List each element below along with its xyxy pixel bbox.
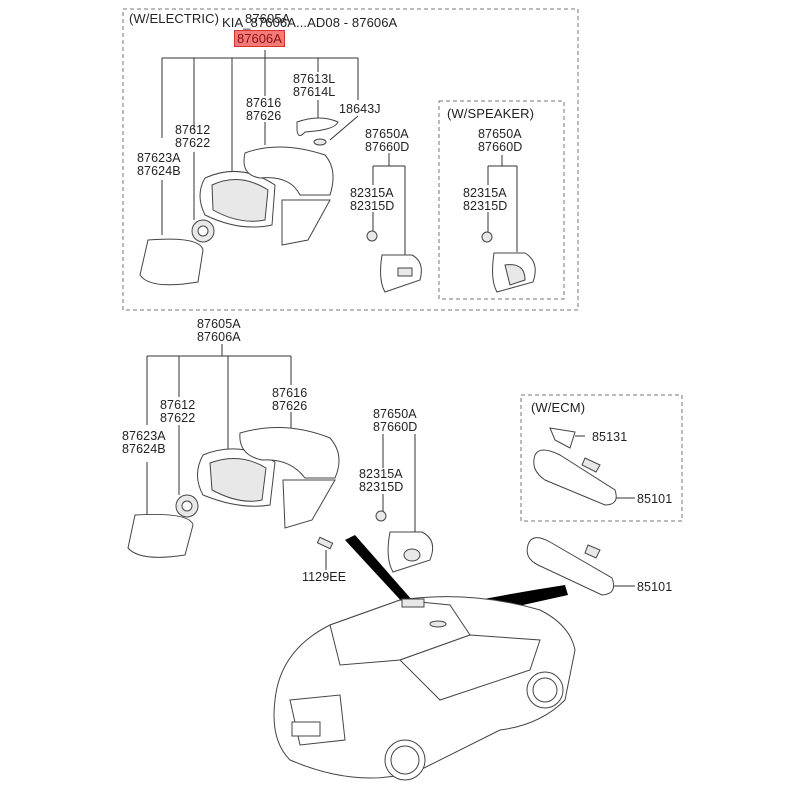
speaker-garnish-part-number-1[interactable]: 87650A: [478, 127, 522, 141]
manual-leader-lines: [146, 344, 635, 587]
manual-glass-part-number-1[interactable]: 87623A: [122, 429, 166, 443]
highlighted-part-number[interactable]: 87606A: [234, 30, 285, 47]
lamp-part-number-2[interactable]: 87614L: [293, 85, 336, 99]
car-illustration: [273, 596, 576, 781]
ecm-group-label: (W/ECM): [531, 400, 586, 415]
speaker-group-label: (W/SPEAKER): [447, 106, 535, 121]
bulb-part-number[interactable]: 18643J: [339, 102, 381, 116]
side-lamp: [296, 117, 339, 136]
base-bracket-2: [282, 479, 336, 529]
electric-group-box: [122, 8, 579, 311]
ecm-cover-part-number[interactable]: 85131: [592, 430, 628, 444]
mirror-glass: [139, 238, 204, 286]
bulb: [313, 138, 327, 146]
electric-parts: [139, 117, 536, 293]
clip: [366, 230, 378, 242]
garnish-part-number-2[interactable]: 87660D: [365, 140, 410, 154]
manual-parts: [127, 427, 617, 625]
speaker-group-box: [438, 100, 565, 300]
manual-cover-part-number-1[interactable]: 87616: [272, 386, 308, 400]
title-overlay: KIA_87606A...AD08 - 87606A: [222, 15, 398, 30]
garnish-part-number-1[interactable]: 87650A: [365, 127, 409, 141]
manual-glass-part-number-2[interactable]: 87624B: [122, 442, 166, 456]
cover-part-number-1[interactable]: 87616: [246, 96, 282, 110]
manual-garnish-part-number-2[interactable]: 87660D: [373, 420, 418, 434]
glass-part-number-2[interactable]: 87624B: [137, 164, 181, 178]
ecm-mirror: [533, 449, 617, 506]
manual-actuator-part-number-1[interactable]: 87612: [160, 398, 196, 412]
electric-leader-lines: [161, 50, 406, 255]
lamp-part-number-1[interactable]: 87613L: [293, 72, 336, 86]
inside-mirror-part-number[interactable]: 85101: [637, 580, 673, 594]
manual-assembly-part-number-1[interactable]: 87605A: [197, 317, 241, 331]
bolt: [316, 536, 334, 550]
pointer-arrow-left: [345, 535, 412, 605]
mirror-cover-2: [239, 427, 340, 479]
manual-clip-part-number-1[interactable]: 82315A: [359, 467, 403, 481]
ecm-mirror-part-number[interactable]: 85101: [637, 492, 673, 506]
assembly-part-number[interactable]: 87605A: [245, 11, 291, 26]
ecm-group-box: [520, 394, 683, 522]
base-bracket: [281, 199, 331, 246]
mirror-cover: [243, 146, 334, 196]
speaker-leader-lines: [487, 155, 518, 252]
mirror-glass-2: [127, 513, 194, 558]
ecm-cover: [549, 427, 576, 449]
manual-clip-part-number-2[interactable]: 82315D: [359, 480, 404, 494]
speaker-garnish-part-number-2[interactable]: 87660D: [478, 140, 523, 154]
clip-part-number-1[interactable]: 82315A: [350, 186, 394, 200]
manual-cover-part-number-2[interactable]: 87626: [272, 399, 308, 413]
manual-garnish-part-number-1[interactable]: 87650A: [373, 407, 417, 421]
manual-actuator-part-number-2[interactable]: 87622: [160, 411, 196, 425]
speaker-clip-part-number-1[interactable]: 82315A: [463, 186, 507, 200]
actuator-part-number-2[interactable]: 87622: [175, 136, 211, 150]
clip-2: [375, 510, 387, 522]
electric-group-label: (W/ELECTRIC): [129, 11, 220, 26]
clip-part-number-2[interactable]: 82315D: [350, 199, 395, 213]
inside-mirror: [526, 537, 615, 596]
speaker-clip: [481, 231, 493, 243]
manual-assembly-part-number-2[interactable]: 87606A: [197, 330, 241, 344]
actuator-part-number-1[interactable]: 87612: [175, 123, 211, 137]
speaker-clip-part-number-2[interactable]: 82315D: [463, 199, 508, 213]
glass-part-number-1[interactable]: 87623A: [137, 151, 181, 165]
bolt-part-number[interactable]: 1129EE: [302, 570, 347, 584]
cover-part-number-2[interactable]: 87626: [246, 109, 282, 123]
